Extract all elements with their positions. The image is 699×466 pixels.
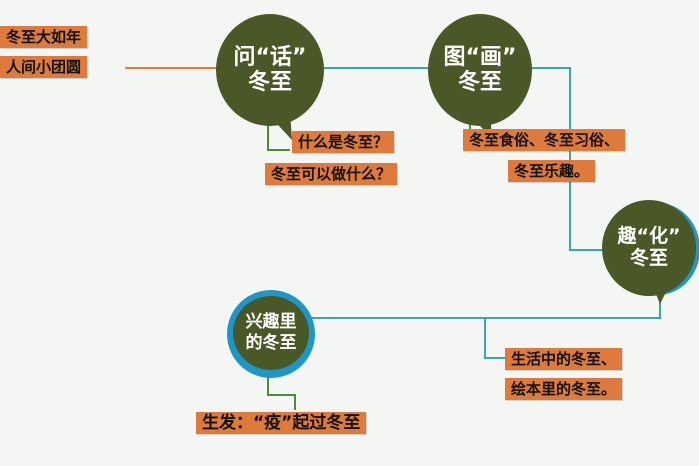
bubble-wen-hua-tail <box>266 112 292 140</box>
bubble-wen-hua-line2: 冬至 <box>247 70 292 95</box>
bubble-wen-hua: 问“话” 冬至 <box>216 14 324 126</box>
caption-yi-dongzhi: 生发：“疫”起过冬至 <box>196 412 367 434</box>
caption-fun: 冬至乐趣。 <box>508 160 596 182</box>
bubble-qu-hua-line2: 冬至 <box>629 247 668 269</box>
caption-what-to-do: 冬至可以做什么？ <box>265 163 398 185</box>
bubble-qu-hua-line1: 趣“化” <box>617 225 681 248</box>
bubble-wen-hua-line1: 问“话” <box>233 44 307 70</box>
root-title-line1: 冬至大如年 <box>0 26 88 48</box>
root-title-line2: 人间小团圆 <box>0 56 88 78</box>
bubble-tu-hua: 图“画” 冬至 <box>428 14 532 126</box>
bubble-tu-hua-line2: 冬至 <box>457 70 502 95</box>
caption-customs: 冬至食俗、冬至习俗、 <box>463 129 626 151</box>
interest-node-line2: 的冬至 <box>245 333 297 353</box>
caption-what-is-dongzhi: 什么是冬至？ <box>292 131 395 153</box>
interest-node-line1: 兴趣里 <box>245 311 297 332</box>
caption-life-dongzhi: 生活中的冬至、 <box>505 348 623 370</box>
caption-picturebook-dongzhi: 绘本里的冬至。 <box>505 378 623 400</box>
interest-node: 兴趣里 的冬至 <box>233 296 309 370</box>
bubble-qu-hua: 趣“化” 冬至 <box>602 200 696 296</box>
bubble-tu-hua-line1: 图“画” <box>443 44 517 70</box>
bubble-qu-hua-tail <box>652 284 670 304</box>
